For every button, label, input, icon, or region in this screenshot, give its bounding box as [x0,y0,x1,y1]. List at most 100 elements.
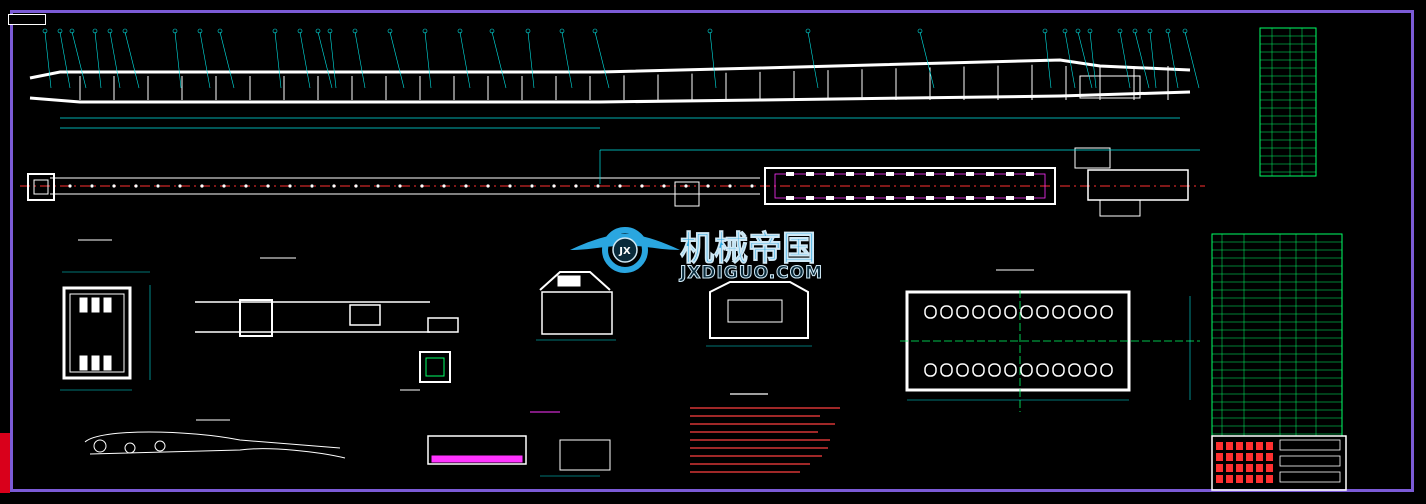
balloon-marker [1117,28,1123,34]
roller-mark [846,196,854,200]
leader-line [1184,31,1200,89]
title-field [1279,439,1341,451]
leader-line [709,31,717,89]
leader-line [1064,31,1076,89]
title-cell [1216,464,1223,472]
balloon-marker [297,28,303,34]
slot-hole [956,305,969,319]
title-cell [1226,464,1233,472]
drawing-border [10,10,1414,492]
balloon-marker [489,28,495,34]
plan-point [112,184,116,188]
title-cell [1226,475,1233,483]
balloon-marker [69,28,75,34]
roller-mark [866,172,874,176]
balloon-marker [107,28,113,34]
leader-line [174,31,182,89]
plan-point [376,184,380,188]
plan-point [750,184,754,188]
balloon-marker [422,28,428,34]
leader-line [94,31,102,89]
sheet-tab-button[interactable] [8,14,46,25]
anchor-bolt [103,297,112,313]
roller-mark [826,172,834,176]
roller-mark [886,196,894,200]
slot-hole [1068,363,1081,377]
roller-mark [886,172,894,176]
roller-mark [846,172,854,176]
slot-hole [1084,305,1097,319]
plan-point [662,184,666,188]
balloon-marker [707,28,713,34]
leader-line [44,31,52,89]
technical-requirements-notes [690,393,840,473]
balloon-marker [525,28,531,34]
leader-line [354,31,366,89]
plan-point [200,184,204,188]
plan-point [178,184,182,188]
leader-line [459,31,471,89]
roller-mark [946,196,954,200]
balloon-marker [805,28,811,34]
balloon-marker [327,28,333,34]
balloon-marker [272,28,278,34]
title-cell [1216,442,1223,450]
slot-hole [1036,305,1049,319]
plan-point [640,184,644,188]
title-cell [1266,475,1273,483]
watermark-logo: JX 机械帝国 JXDIGUO.COM [570,227,823,284]
bom-table-top [1259,27,1317,177]
slot-hole [940,305,953,319]
leader-line [1167,31,1179,89]
balloon-marker [42,28,48,34]
plan-point [310,184,314,188]
plan-point [486,184,490,188]
roller-mark [906,172,914,176]
slot-hole [972,363,985,377]
leader-line [527,31,535,89]
plan-point [398,184,402,188]
leader-line [1149,31,1157,89]
plan-point [288,184,292,188]
balloon-marker [352,28,358,34]
slot-hole [1068,305,1081,319]
plan-point [156,184,160,188]
conveyor-plan-view [20,147,1205,217]
leader-line [219,31,235,89]
leader-line [1089,31,1097,89]
roller-mark [786,172,794,176]
leader-line [1077,31,1093,89]
balloon-marker [1042,28,1048,34]
balloon-marker [92,28,98,34]
roller-mark [986,196,994,200]
leader-line [299,31,311,89]
plan-point [420,184,424,188]
leader-line [109,31,121,89]
title-cell [1246,442,1253,450]
anchor-bolt [103,355,112,371]
title-cell [1246,475,1253,483]
leader-line [594,31,610,89]
plan-point [68,184,72,188]
title-cell [1256,464,1263,472]
roller-mark [926,196,934,200]
layout-marker [0,433,10,493]
balloon-marker [1075,28,1081,34]
title-cell [1256,475,1263,483]
watermark-en: JXDIGUO.COM [679,263,823,283]
slot-hole [1036,363,1049,377]
slot-hole [924,363,937,377]
slot-hole [988,363,1001,377]
detail-belt-path [84,419,346,459]
leader-line [124,31,140,89]
roller-mark [826,196,834,200]
plan-point [552,184,556,188]
detail-idler-supports [536,271,812,347]
leader-line [59,31,71,89]
roller-mark [926,172,934,176]
leader-line [807,31,819,89]
slot-hole [956,363,969,377]
part-number-leaders [42,28,1200,89]
anchor-bolt [79,355,88,371]
